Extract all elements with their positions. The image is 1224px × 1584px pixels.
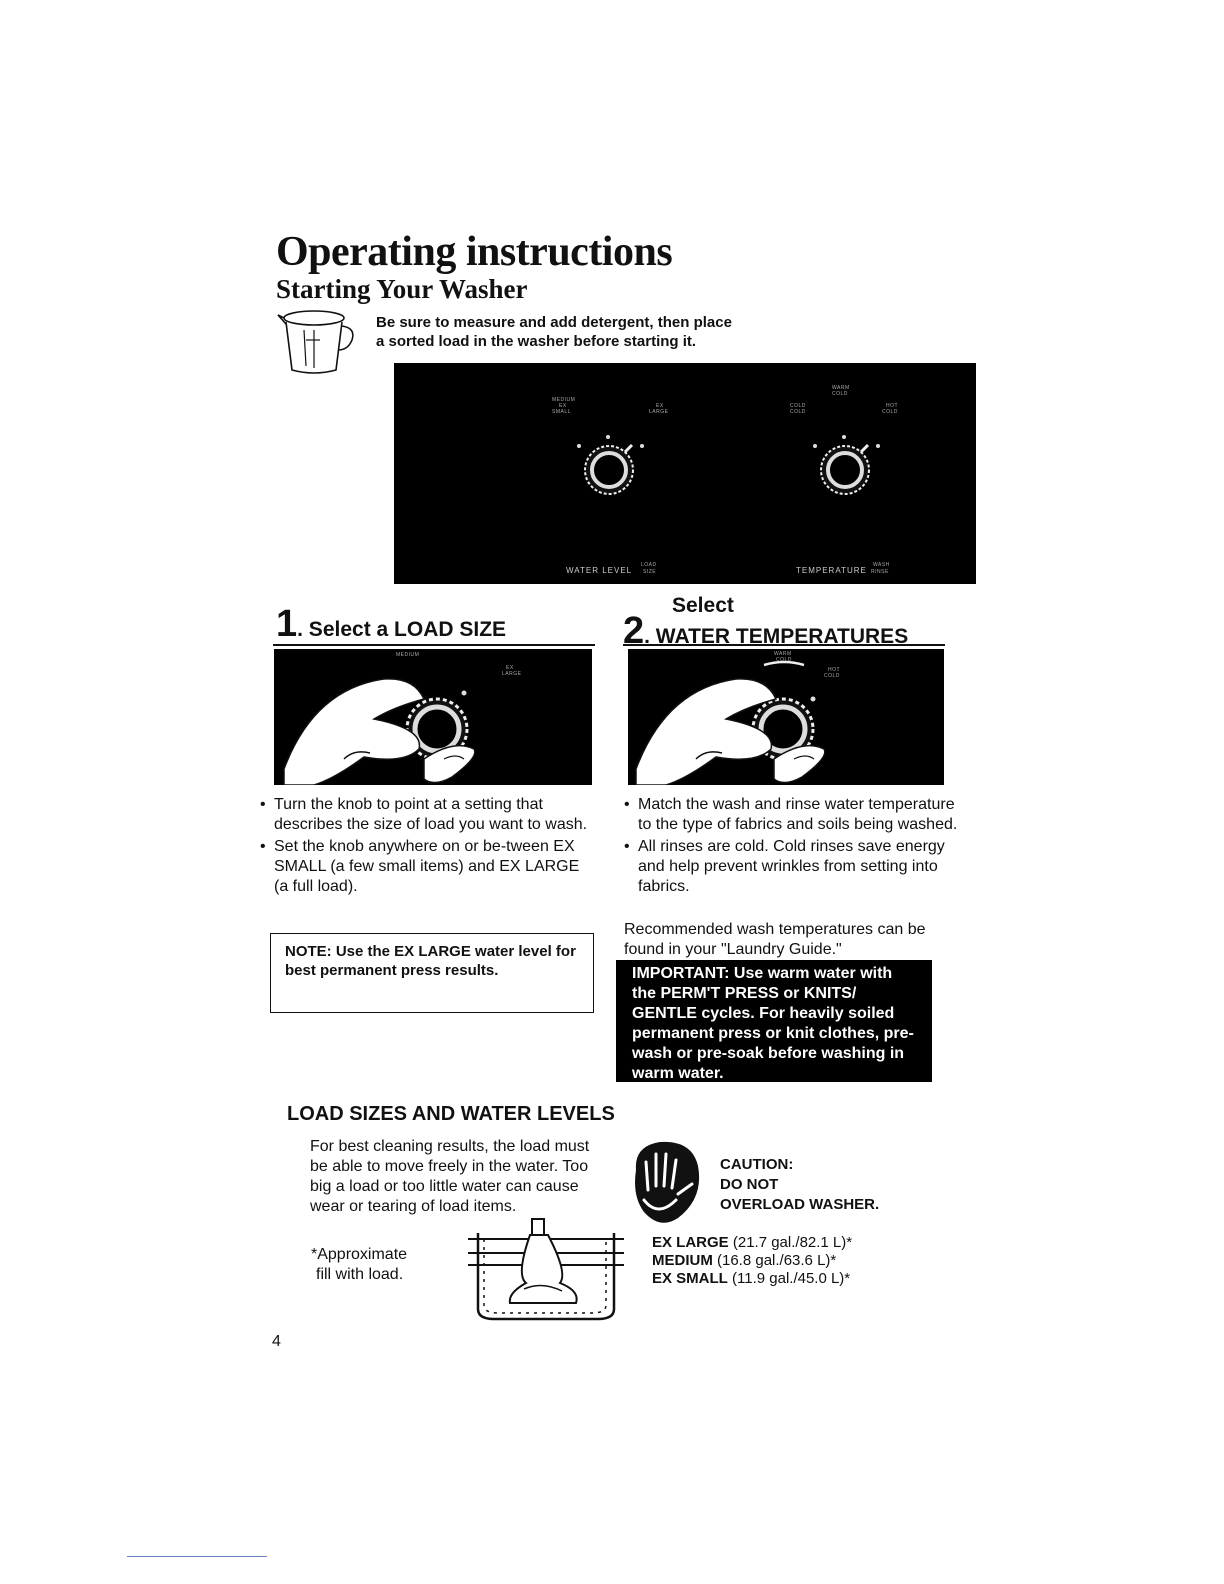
step2-bullet-1: Match the wash and rinse water temperatu…	[624, 795, 969, 835]
load-size-knob[interactable]	[564, 415, 654, 505]
water-level-row: EX SMALL (11.9 gal./45.0 L)*	[652, 1270, 852, 1288]
water-level-name: EX SMALL	[652, 1270, 728, 1287]
step1-bullet-2: Set the knob anywhere on or be-tween EX …	[260, 837, 590, 897]
step1-bullet-1: Turn the knob to point at a setting that…	[260, 795, 590, 835]
step2-heading: 2. WATER TEMPERATURES	[623, 610, 908, 653]
page-number: 4	[272, 1333, 281, 1350]
approx-line-1: *Approximate	[311, 1246, 408, 1263]
page-title: Operating instructions	[276, 229, 673, 275]
step2-photo-label-warm: WARM	[774, 651, 792, 657]
caution-line-3: OVERLOAD WASHER.	[720, 1196, 880, 1213]
footer-line	[127, 1556, 267, 1557]
water-level-name: MEDIUM	[652, 1252, 713, 1269]
hand-on-knob-illustration-2	[635, 660, 826, 785]
washer-tub-diagram	[468, 1218, 624, 1321]
control-panel: MEDIUM EX SMALL EX LARGE WARM COLD COLD …	[394, 363, 976, 584]
size-label: SIZE	[643, 569, 657, 575]
dial-tick-cold-1: COLD	[790, 403, 806, 409]
dial-tick-ex-small-2: SMALL	[552, 409, 571, 415]
note-box: NOTE: Use the EX LARGE water level for b…	[270, 933, 594, 1013]
water-level-value: (21.7 gal./82.1 L)*	[728, 1234, 853, 1251]
step2-photo-label-hot-cold: COLD	[824, 673, 840, 679]
load-section-text: For best cleaning results, the load must…	[310, 1138, 590, 1215]
step2-bullets: Match the wash and rinse water temperatu…	[624, 795, 969, 899]
approx-line-2: fill with load.	[316, 1266, 404, 1283]
step1-title: . Select a LOAD SIZE	[297, 618, 507, 641]
step1-photo: MEDIUM EX LARGE	[274, 649, 592, 785]
dial-tick-cold-2: COLD	[790, 409, 806, 415]
water-level-label: WATER LEVEL	[566, 566, 633, 575]
dial-tick-hot: HOT	[886, 403, 899, 409]
measuring-cup-icon	[277, 310, 354, 374]
step1-bullets: Turn the knob to point at a setting that…	[260, 795, 590, 899]
step2-title-line1: Select	[672, 594, 734, 617]
step1-number: 1	[276, 603, 298, 645]
water-level-name: EX LARGE	[652, 1234, 729, 1251]
caution-line-2: DO NOT	[720, 1176, 779, 1193]
step2-photo-label-cold: COLD	[776, 657, 792, 663]
temperature-label: TEMPERATURE	[796, 566, 867, 575]
intro-line-2: a sorted load in the washer before start…	[376, 333, 697, 350]
rinse-label: RINSE	[871, 569, 889, 575]
step2-number: 2	[623, 610, 645, 652]
dial-tick-ex-large-1: EX	[656, 403, 664, 409]
page-subtitle: Starting Your Washer	[276, 274, 528, 304]
recommend-text: Recommended wash temperatures can be fou…	[624, 921, 926, 958]
approx-note: *Approximate fill with load.	[311, 1245, 407, 1285]
caution-text: CAUTION: DO NOT OVERLOAD WASHER.	[720, 1155, 879, 1215]
load-section-heading: LOAD SIZES AND WATER LEVELS	[287, 1103, 615, 1125]
step1-heading: 1. Select a LOAD SIZE	[276, 603, 506, 646]
caution-line-1: CAUTION:	[720, 1156, 794, 1173]
step2-bullet-2: All rinses are cold. Cold rinses save en…	[624, 837, 969, 897]
water-level-value: (11.9 gal./45.0 L)*	[727, 1270, 851, 1287]
step2-photo-label-hot: HOT	[828, 667, 841, 673]
water-levels-list: EX LARGE (21.7 gal./82.1 L)* MEDIUM (16.…	[652, 1234, 852, 1288]
water-level-value: (16.8 gal./63.6 L)*	[712, 1252, 837, 1269]
wash-label: WASH	[873, 562, 890, 568]
hand-on-knob-illustration	[283, 678, 476, 785]
intro-text: Be sure to measure and add detergent, th…	[376, 313, 876, 351]
dial-tick-hot-cold: COLD	[882, 409, 898, 415]
water-level-row: MEDIUM (16.8 gal./63.6 L)*	[652, 1252, 852, 1270]
dial-tick-warm: WARM	[832, 385, 850, 391]
step1-photo-label-ex: EX	[506, 665, 514, 671]
dial-tick-medium: MEDIUM	[552, 397, 576, 403]
intro-line-1: Be sure to measure and add detergent, th…	[376, 314, 732, 331]
caution-hand-icon	[635, 1141, 700, 1223]
dial-tick-warm-cold: COLD	[832, 391, 848, 397]
load-label: LOAD	[641, 562, 657, 568]
step1-photo-label-large: LARGE	[502, 671, 522, 677]
dial-tick-ex-small-1: EX	[559, 403, 567, 409]
water-level-row: EX LARGE (21.7 gal./82.1 L)*	[652, 1234, 852, 1252]
dial-tick-ex-large-2: LARGE	[649, 409, 669, 415]
temperature-knob[interactable]	[800, 415, 890, 505]
important-box: IMPORTANT: Use warm water with the PERM'…	[616, 960, 932, 1082]
step2-photo: WARM COLD HOT COLD	[628, 649, 944, 785]
step1-photo-label-medium: MEDIUM	[396, 652, 420, 658]
step2-title-line2: . WATER TEMPERATURES	[644, 625, 909, 648]
